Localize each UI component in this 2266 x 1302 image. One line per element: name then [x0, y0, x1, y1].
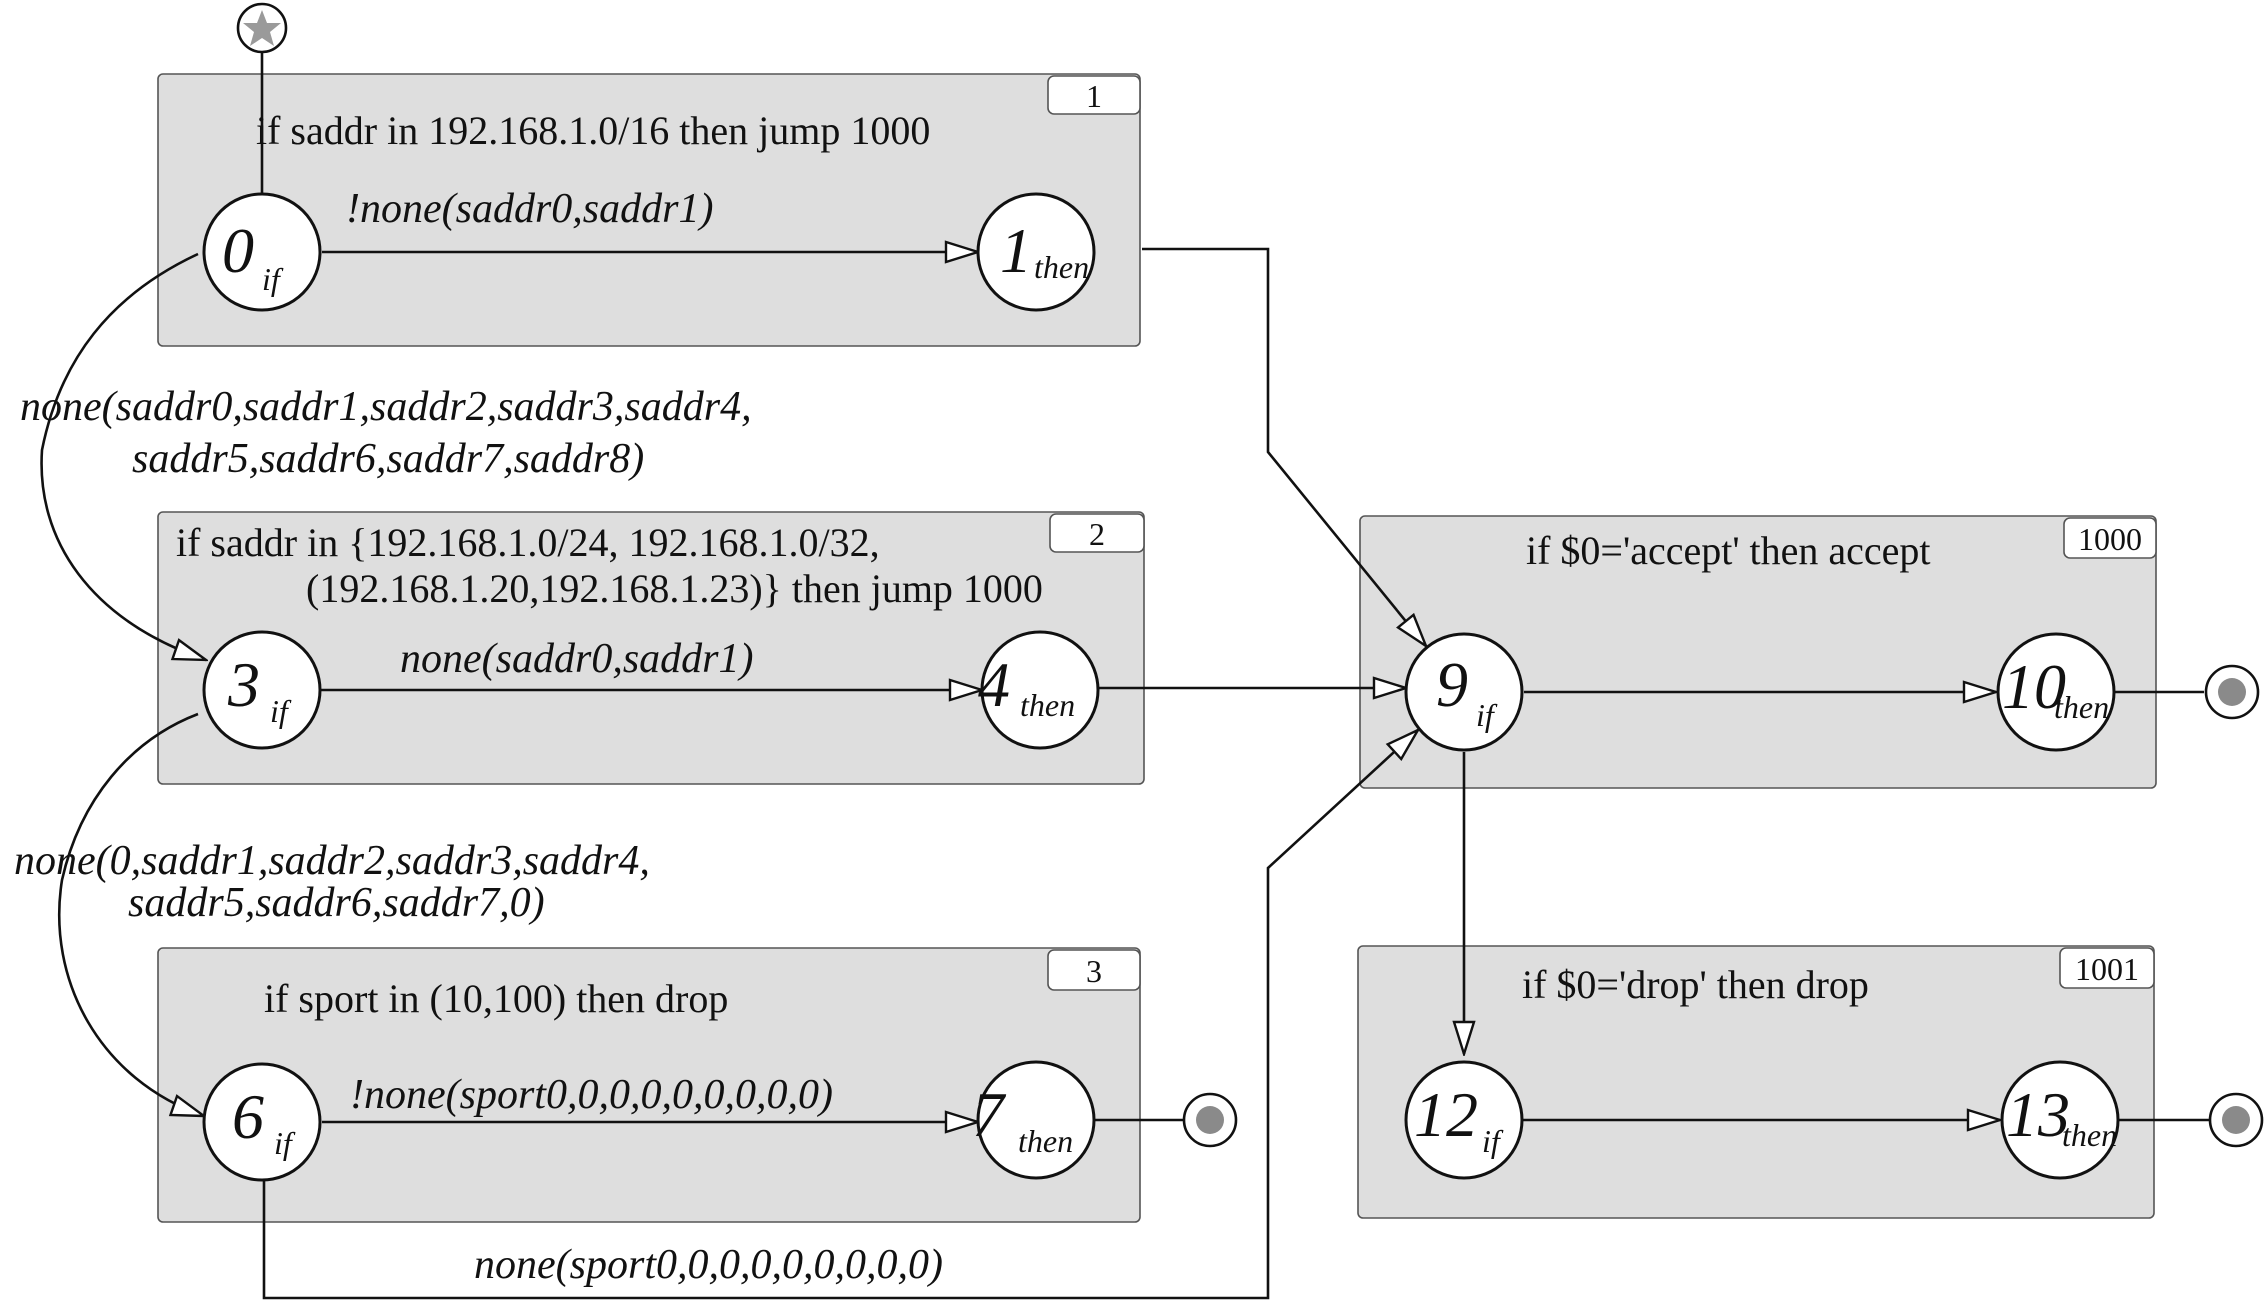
rule-text-line-2: (192.168.1.20,192.168.1.23)} then jump 1… — [306, 566, 1043, 611]
edge-0-to-3 — [40, 252, 206, 660]
terminal-state-after-7 — [1182, 1092, 1238, 1148]
terminal-state-after-13 — [2208, 1092, 2264, 1148]
node-number: 12 — [1414, 1079, 1478, 1150]
terminal-state-after-10 — [2204, 664, 2260, 720]
node-9: 9 if — [1404, 632, 1524, 752]
node-4: 4 then — [978, 630, 1100, 750]
edge-labels: !none(saddr0,saddr1) none(saddr0,saddr1,… — [14, 186, 943, 1288]
block-number-tag — [2059, 947, 2155, 989]
edge-3-to-6 — [57, 712, 204, 1116]
edge-6-to-9 — [262, 730, 1418, 1300]
block-number-tag — [1047, 949, 1141, 991]
rule-text: if saddr in 192.168.1.0/16 then jump 100… — [256, 108, 930, 153]
node-number: 4 — [978, 649, 1010, 720]
block-number-tag — [1047, 75, 1141, 115]
node-number: 7 — [972, 1079, 1007, 1150]
rule-block-3: 3 if sport in (10,100) then drop — [157, 947, 1141, 1223]
node-type: then — [1020, 687, 1075, 723]
edge-label-0-1: !none(saddr0,saddr1) — [346, 186, 713, 232]
node-0: 0 if — [202, 192, 322, 312]
block-number: 3 — [1086, 953, 1102, 989]
edge-label-0-3-line-1: none(saddr0,saddr1,saddr2,saddr3,saddr4, — [20, 384, 752, 430]
rule-block-1001: 1001 if $0='drop' then drop — [1357, 945, 2155, 1219]
block-number: 1001 — [2075, 951, 2139, 987]
node-type: then — [1018, 1123, 1073, 1159]
rule-block-1: 1 if saddr in 192.168.1.0/16 then jump 1… — [157, 73, 1141, 347]
edge-label-6-9: none(sport0,0,0,0,0,0,0,0,0) — [474, 1242, 943, 1288]
node-type: if — [270, 693, 292, 729]
edge-label-3-6-line-2: saddr5,saddr6,saddr7,0) — [128, 880, 545, 926]
rule-text: if $0='drop' then drop — [1522, 962, 1869, 1007]
edge-label-6-7: !none(sport0,0,0,0,0,0,0,0,0) — [350, 1072, 833, 1118]
node-13: 13 then — [2000, 1060, 2120, 1180]
rule-text: if sport in (10,100) then drop — [264, 976, 728, 1021]
node-3: 3 if — [202, 630, 322, 750]
edge-label-0-3-line-2: saddr5,saddr6,saddr7,saddr8) — [132, 436, 644, 482]
node-number: 6 — [232, 1081, 264, 1152]
block-number: 2 — [1089, 516, 1105, 552]
rule-text: if $0='accept' then accept — [1526, 528, 1931, 573]
node-type: if — [274, 1125, 296, 1161]
node-10: 10 then — [1996, 632, 2116, 752]
edge-label-3-4: none(saddr0,saddr1) — [400, 636, 754, 682]
node-1: 1 then — [976, 192, 1096, 312]
node-number: 0 — [222, 215, 254, 286]
node-7: 7 then — [972, 1060, 1096, 1180]
node-type: if — [262, 261, 284, 297]
node-number: 1 — [1000, 215, 1032, 286]
node-type: then — [2062, 1117, 2117, 1153]
node-number: 13 — [2006, 1079, 2070, 1150]
node-type: then — [2054, 689, 2109, 725]
start-state — [236, 2, 288, 54]
rule-text-line-1: if saddr in {192.168.1.0/24, 192.168.1.0… — [176, 520, 880, 565]
node-number: 3 — [227, 649, 260, 720]
edge-1-to-9 — [1142, 247, 1426, 646]
rule-block-1000: 1000 if $0='accept' then accept — [1359, 515, 2157, 789]
block-number: 1000 — [2078, 521, 2142, 557]
block-number-tag — [1049, 513, 1145, 553]
node-type: if — [1482, 1123, 1504, 1159]
node-number: 10 — [2002, 651, 2066, 722]
node-12: 12 if — [1404, 1060, 1524, 1180]
node-number: 9 — [1436, 649, 1468, 720]
block-number-tag — [2063, 517, 2157, 559]
node-type: if — [1476, 697, 1498, 733]
block-number: 1 — [1086, 78, 1102, 114]
node-6: 6 if — [202, 1062, 322, 1182]
rule-block-2: 2 if saddr in {192.168.1.0/24, 192.168.1… — [157, 511, 1145, 785]
node-type: then — [1034, 249, 1089, 285]
edge-label-3-6-line-1: none(0,saddr1,saddr2,saddr3,saddr4, — [14, 838, 650, 884]
edges — [40, 50, 2210, 1300]
